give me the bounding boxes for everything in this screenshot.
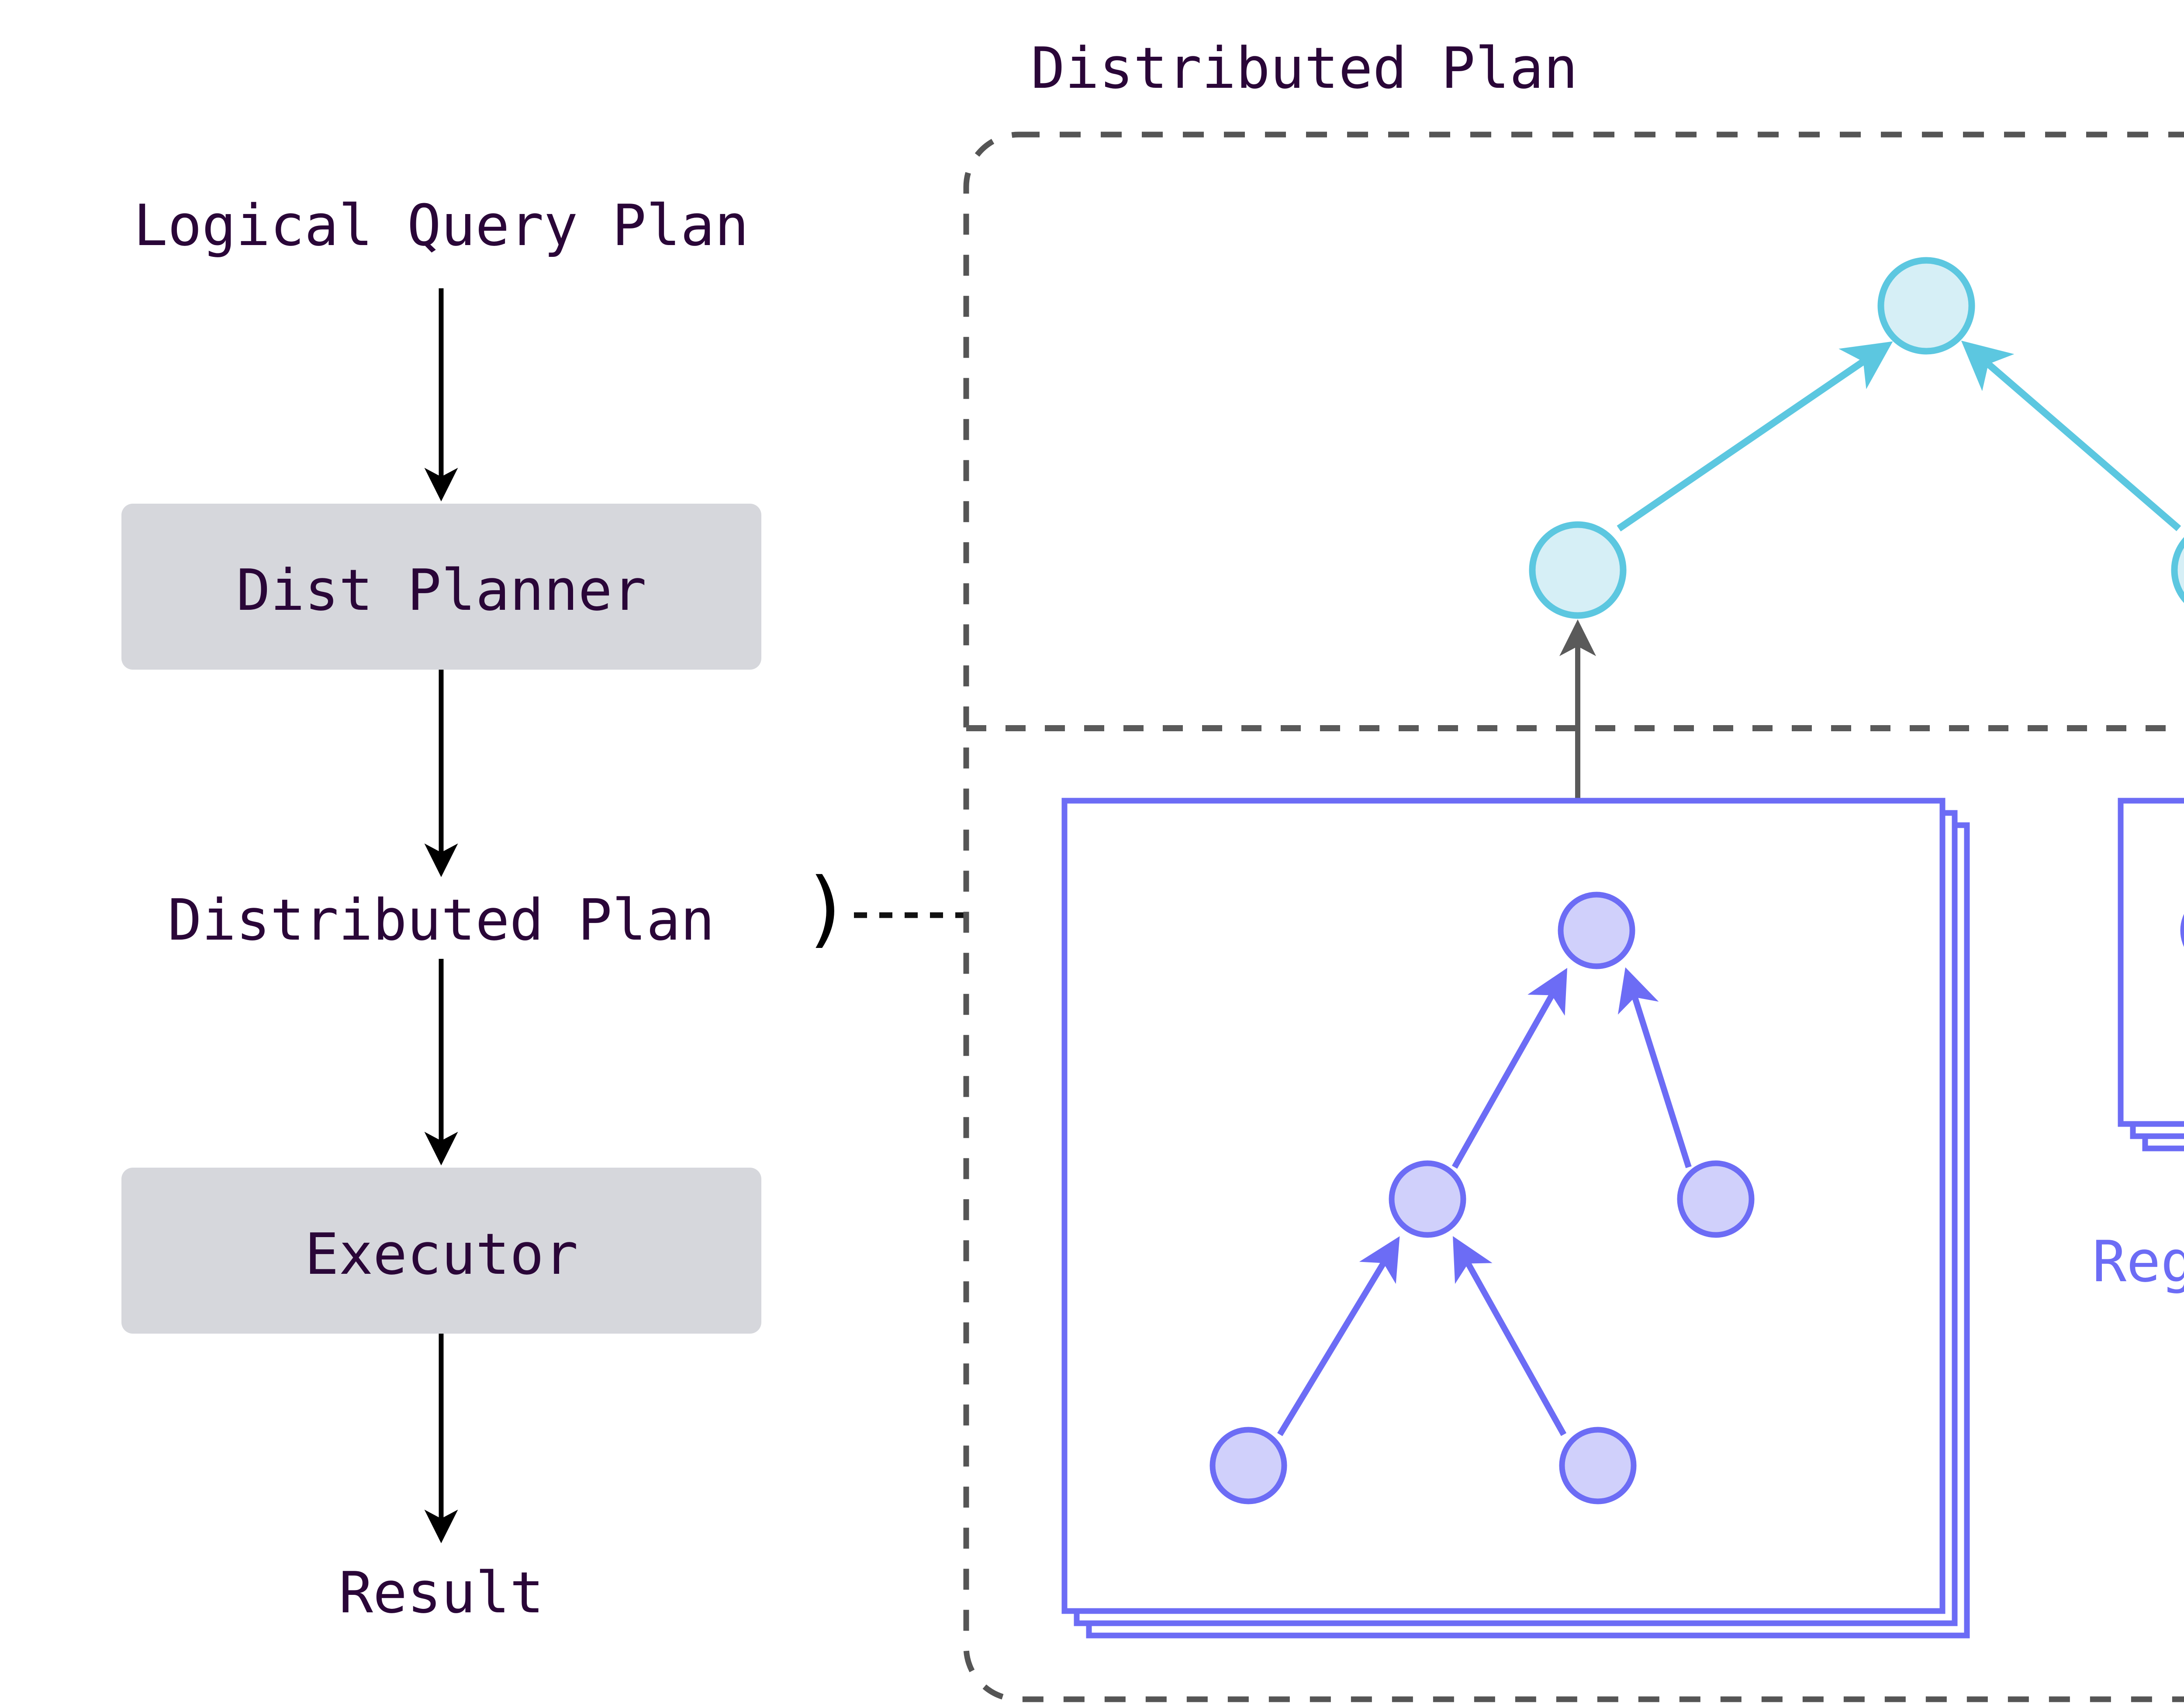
distributed-plan-outer-box xyxy=(963,131,2184,1702)
intermediate-distributed-plan-label: Distributed Plan xyxy=(167,887,715,953)
input-label: Logical Query Plan xyxy=(133,192,749,259)
frontend-node-right[interactable] xyxy=(2171,525,2184,615)
edge-dn-right-to-root xyxy=(1617,967,1692,1169)
regions-label: Regions xyxy=(2092,1228,2184,1295)
frontend-node-left[interactable] xyxy=(1529,521,1627,619)
datanode-node-right[interactable] xyxy=(1677,1160,1755,1238)
edge-dn-l2-to-mid xyxy=(1453,1236,1567,1436)
datanode-node-leaf-1[interactable] xyxy=(1209,1427,1287,1504)
edge-dn-l1-to-mid xyxy=(1277,1236,1400,1436)
frontend-node-root[interactable] xyxy=(1877,257,1975,355)
edge-fe-left-to-root xyxy=(1617,341,1893,532)
executor-label: Executor xyxy=(304,1221,578,1287)
edge-dn-mid-to-root xyxy=(1451,968,1568,1169)
frontend-stage-graph xyxy=(1529,257,2184,619)
left-region-card-front[interactable] xyxy=(1061,798,1946,1614)
right-region-stack xyxy=(2118,798,2184,1151)
right-region-card-front[interactable] xyxy=(2118,798,2184,1127)
dist-planner-label: Dist Planner xyxy=(236,557,647,623)
dist-planner-box[interactable] xyxy=(121,504,761,670)
datanode-node-mid[interactable] xyxy=(1389,1160,1466,1238)
distributed-plan-title: Distributed Plan xyxy=(1031,35,1578,101)
result-label: Result xyxy=(339,1559,544,1626)
edge-fe-right-to-root xyxy=(1961,340,2181,532)
pipeline-column xyxy=(121,288,966,1543)
datanode-node-leaf-2[interactable] xyxy=(1559,1427,1637,1504)
executor-box[interactable] xyxy=(121,1168,761,1334)
brace-glyph: ) xyxy=(802,860,852,957)
left-region-stack xyxy=(1061,798,1970,1639)
datanode-node-root[interactable] xyxy=(1558,892,1635,969)
